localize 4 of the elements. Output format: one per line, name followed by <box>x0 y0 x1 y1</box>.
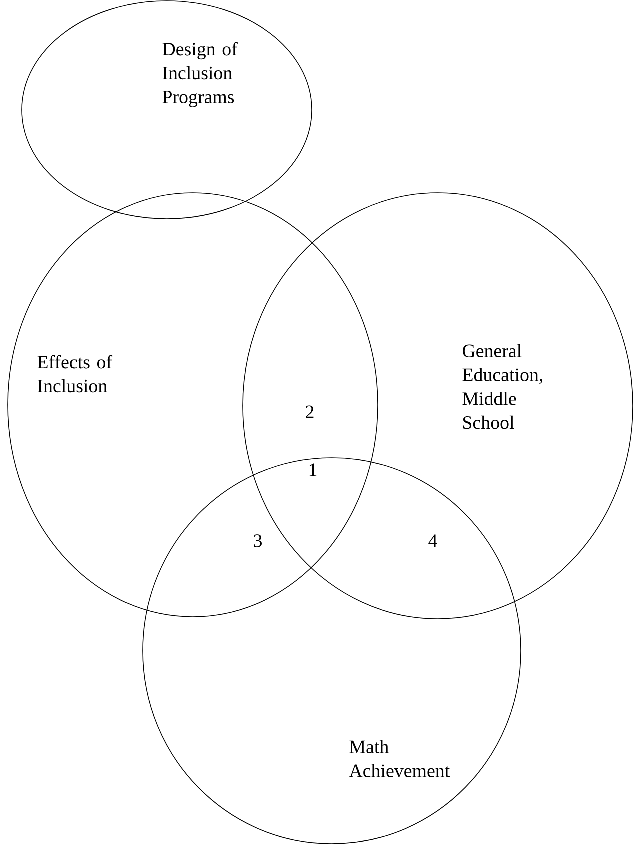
region-number: 3 <box>254 534 262 548</box>
region-number: 4 <box>428 534 438 548</box>
region-number: 2 <box>306 406 314 418</box>
region-number: 1 <box>310 464 317 476</box>
